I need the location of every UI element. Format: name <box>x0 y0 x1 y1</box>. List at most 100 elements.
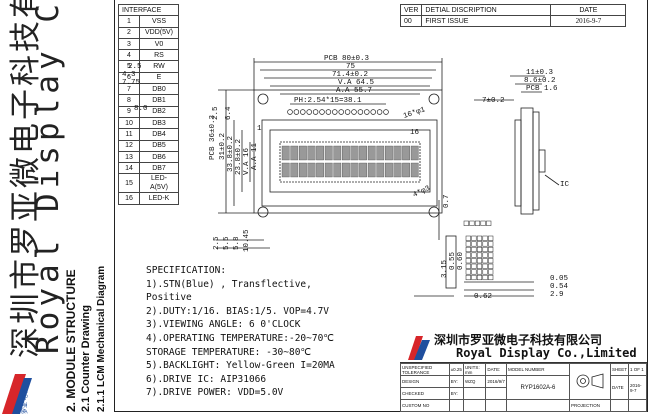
dot-pixel <box>482 274 488 281</box>
pin-hole <box>364 109 370 115</box>
dim-left-4-3: 4.3 <box>122 71 136 79</box>
pin-hole <box>376 109 383 115</box>
pin-16-label: 16 <box>410 129 420 137</box>
spec-line: 1).STN(Blue) , Transflective, <box>146 278 312 290</box>
tb-sheet: 1 OF 1 <box>627 363 648 376</box>
lcd-char-cell <box>359 145 367 161</box>
tb-checked-by: BY: <box>448 387 464 400</box>
tb-sheet-label: SHEET <box>609 363 629 376</box>
dot-pixel <box>471 263 477 269</box>
spec-line: STORAGE TEMPERATURE: -30~80℃ <box>146 346 312 358</box>
tb-date: 2016-9-7 <box>627 375 648 400</box>
pin-signal: LED-K <box>139 192 179 205</box>
section-subsubtitle: 2.1.1 LCM Mechanical Diagram <box>96 265 107 412</box>
dim-detail-0-62: 0.62 <box>474 293 492 301</box>
dim-pcb-height: PCB 36±0.3 <box>209 114 217 160</box>
lcd-char-cell <box>290 145 299 161</box>
dim-b-10-45: 10.45 <box>243 229 251 252</box>
dot-pixel <box>471 241 477 247</box>
bezel-outline <box>261 119 438 207</box>
dot-pixel <box>476 269 483 275</box>
spec-line: 5).BACKLIGHT: Yellow-Green I=20MA <box>146 360 335 372</box>
lcd-char-cell <box>281 162 290 178</box>
lcd-char-cell <box>342 162 350 178</box>
lcd-char-cell <box>324 145 333 161</box>
dot-pixel <box>488 246 494 253</box>
dim-va-16: V.A 16 <box>243 147 251 175</box>
lcd-char-cell <box>385 162 393 178</box>
spec-line: 3).VIEWING ANGLE: 6 0'CLOCK <box>146 319 301 331</box>
lcd-char-cell <box>376 145 385 161</box>
lcd-char-cell <box>333 162 342 178</box>
projection-icon <box>576 373 604 389</box>
tb-projection: PROJECTION <box>568 399 611 412</box>
lcd-char-cell <box>376 162 385 178</box>
pin-signal: VSS <box>139 15 179 28</box>
mount-hole-br <box>428 206 440 218</box>
dot-pixel <box>471 235 477 241</box>
dim-left-2-5: 2.5 <box>128 63 142 71</box>
title-block-grid: UNSPECIFIED TOLERANCE ±0.25 UNITS: mm DA… <box>400 362 648 413</box>
dot-pixel <box>482 246 488 253</box>
dim-31: 31±0.2 <box>219 133 227 160</box>
tb-tol-value: ±0.25 <box>448 363 464 376</box>
tb-design-name: WZQ <box>462 375 487 388</box>
lcd-char-cell <box>410 145 419 161</box>
lcd-char-cell <box>367 162 376 178</box>
pin-hole <box>383 109 389 115</box>
lcd-char-cell <box>333 145 342 161</box>
lcd-char-cell <box>393 145 402 161</box>
dot-pixel <box>465 269 471 275</box>
dim-23-8: 23.8±0.2 <box>235 139 243 175</box>
pin-hole <box>300 109 306 115</box>
dot-pixel <box>465 263 471 269</box>
revision-table: VER DETIAL DISCRIPTION DATE 00 FIRST ISS… <box>399 4 627 27</box>
lcd-char-cell <box>299 162 307 178</box>
title-block: 深圳市罗亚微电子科技有限公司 Royal Display Co.,Limited… <box>400 330 648 413</box>
lcd-char-cell <box>393 162 402 178</box>
dim-side-11: 11±0.3 <box>526 69 554 77</box>
title-logo-icon <box>408 336 430 360</box>
pin-1-label: 1 <box>257 125 262 133</box>
rev-ver: 00 <box>399 15 423 27</box>
pin-hole <box>312 109 319 115</box>
tb-custom-no: CUSTOM NO <box>400 399 450 412</box>
dim-pcb-width: PCB 80±0.3 <box>324 55 370 63</box>
dot-pixel <box>476 263 483 269</box>
dot-pixel <box>471 274 477 281</box>
pin-detail-pad <box>445 235 457 289</box>
rev-desc: FIRST ISSUE <box>421 15 552 27</box>
dot-pixel <box>476 246 483 253</box>
tb-model-number: RYP1602A-6 <box>505 375 570 400</box>
dim-b-2-5: 2.5 <box>213 236 221 250</box>
dim-detail-0-54: 0.54 <box>550 283 569 291</box>
dot-pixel <box>482 269 488 275</box>
pcb-outline <box>253 89 443 214</box>
specification-block: SPECIFICATION: 1).STN(Blue) , Transflect… <box>146 264 335 400</box>
side-view-backlight <box>532 111 540 211</box>
pin-hole <box>338 109 344 115</box>
pin-signal: LED-A(5V) <box>139 173 179 194</box>
mount-hole-tl <box>257 93 269 105</box>
tb-design: DESIGN <box>400 375 450 388</box>
dot-pixel <box>480 220 486 226</box>
dim-b-5-8: 5.8 <box>233 236 241 250</box>
dim-va-outer: 71.4±0.2 <box>332 71 368 79</box>
dot-matrix-detail <box>463 220 494 281</box>
dim-detail-0-05: 0.05 <box>550 275 569 283</box>
dot-pixel <box>474 220 481 226</box>
spec-line: Positive <box>146 292 192 304</box>
rev-date: 2016-9-7 <box>550 15 627 27</box>
side-view-ic <box>538 149 546 173</box>
dim-left-7-75: 7.75 <box>122 79 141 87</box>
dim-detail-0-60: 0.60 <box>457 251 465 270</box>
dot-pixel <box>471 269 477 275</box>
dim-left-8: 8.0 <box>134 105 148 113</box>
pin-hole <box>344 109 351 115</box>
